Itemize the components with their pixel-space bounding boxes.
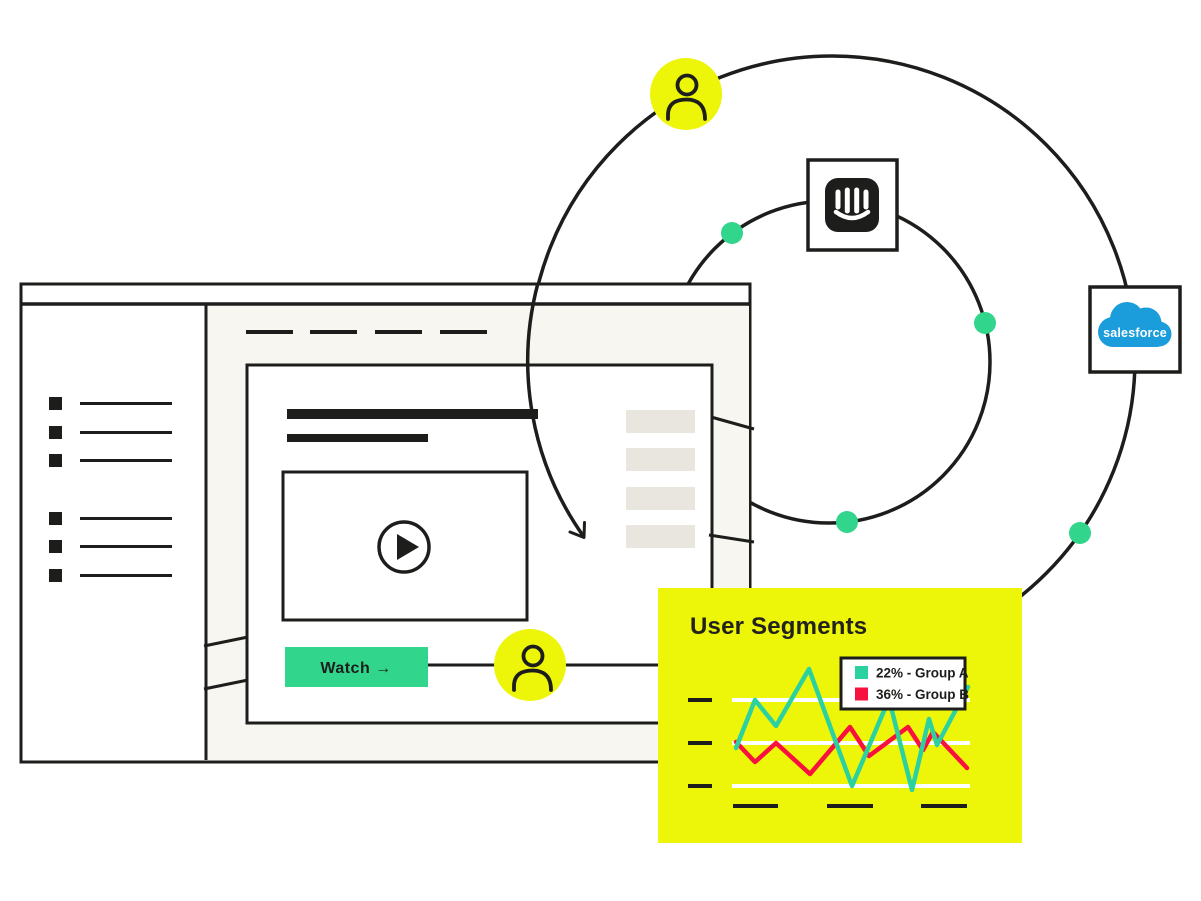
play-button[interactable] (377, 520, 431, 574)
series-line-group-b (733, 724, 970, 777)
break-tick (203, 635, 249, 648)
legend-swatch-group-b (855, 687, 868, 701)
salesforce-node[interactable]: salesforce (1088, 285, 1182, 374)
placeholder-bar (626, 487, 695, 510)
text-placeholder-bars (626, 410, 695, 548)
series-line-group-a (733, 666, 971, 793)
legend-swatch-group-a (855, 666, 868, 679)
orbit-dot (836, 511, 858, 533)
sidebar-item[interactable] (49, 397, 172, 410)
user-badge-top[interactable] (650, 58, 722, 130)
sidebar-item-bullet (49, 512, 62, 525)
orbit-dot (721, 222, 743, 244)
orbit-arrow-arc (526, 282, 586, 539)
sidebar-item[interactable] (49, 512, 172, 525)
sidebar-item[interactable] (49, 426, 172, 439)
intercom-icon (825, 178, 879, 232)
legend-label-group-b: 36% - Group B (876, 687, 969, 702)
panel-title: User Segments (690, 613, 867, 640)
y-axis-ticks (688, 698, 712, 788)
content-card: Watch → (245, 363, 714, 725)
break-tick (203, 678, 249, 691)
salesforce-label: salesforce (1103, 326, 1167, 340)
legend-label-group-a: 22% - Group A (876, 666, 969, 681)
placeholder-bar (626, 448, 695, 471)
app-window: Watch → (19, 282, 752, 764)
sidebar-item[interactable] (49, 569, 172, 582)
watch-button-background (285, 647, 428, 687)
user-segments-panel: User Segments 22% - Group A 36% - Group … (658, 588, 1022, 843)
headline-bar-primary (287, 409, 538, 419)
play-icon (397, 534, 419, 560)
headline-bar-secondary (287, 434, 428, 442)
break-tick (708, 533, 755, 544)
sidebar-item-bullet (49, 540, 62, 553)
user-icon (512, 644, 553, 692)
chart-legend: 22% - Group A 36% - Group B (839, 656, 969, 711)
salesforce-cloud-icon (1098, 302, 1172, 347)
sidebar-nav (49, 397, 172, 582)
sidebar-item[interactable] (49, 454, 172, 467)
sidebar-item-bullet (49, 569, 62, 582)
orbit-dot (974, 312, 996, 334)
sidebar-item[interactable] (49, 540, 172, 553)
orbit-dot (1069, 522, 1091, 544)
placeholder-bar (626, 525, 695, 548)
sidebar-item-bullet (49, 426, 62, 439)
orbit-dots (721, 222, 1091, 544)
watch-button-label: Watch → (320, 660, 391, 677)
placeholder-bar (626, 410, 695, 433)
sidebar-item-bullet (49, 397, 62, 410)
intercom-node[interactable] (806, 158, 899, 252)
watch-button[interactable]: Watch → (285, 647, 428, 687)
panel-background (658, 588, 1022, 843)
user-badge-watch[interactable] (494, 629, 566, 701)
arrowhead-icon (568, 521, 586, 539)
break-tick (710, 415, 755, 431)
user-icon (666, 73, 707, 121)
sidebar-item-bullet (49, 454, 62, 467)
video-player (281, 470, 529, 622)
